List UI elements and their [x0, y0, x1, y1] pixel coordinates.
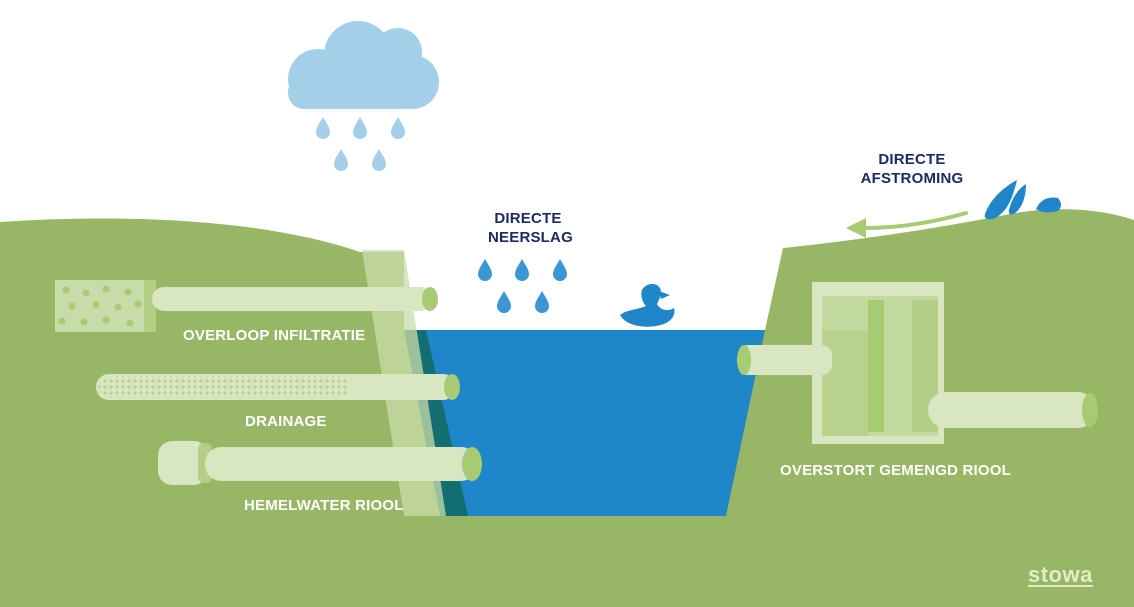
overflow-outlet-pipe-end — [1082, 393, 1098, 427]
raindrop-icon — [497, 291, 511, 313]
label-directe-afstroming-line2: AFSTROMING — [860, 170, 964, 187]
overflow-inlet-pipe-end — [737, 345, 751, 375]
label-directe-neerslag: DIRECTE NEERSLAG — [488, 209, 573, 247]
overflow-inlet-pipe — [738, 345, 832, 375]
label-directe-neerslag-line1: DIRECTE — [494, 210, 562, 227]
raindrop-icon — [535, 291, 549, 313]
label-directe-neerslag-line2: NEERSLAG — [488, 229, 573, 246]
raindrop-icon — [334, 149, 348, 171]
raindrop-icon — [515, 259, 529, 281]
label-overloop-infiltratie: OVERLOOP INFILTRATIE — [183, 327, 366, 344]
infiltration-pipe-end — [422, 287, 438, 311]
label-drainage: DRAINAGE — [245, 413, 327, 430]
direct-precipitation-drops — [478, 259, 567, 313]
raindrop-icon — [553, 259, 567, 281]
stormwater-pipe-socket — [158, 441, 208, 485]
infiltration-crate — [55, 280, 156, 332]
overflow-outlet-pipe — [928, 392, 1096, 428]
drainage-pipe-end — [444, 374, 460, 400]
label-hemelwater-riool: HEMELWATER RIOOL — [244, 497, 404, 514]
brand-logo-stowa: stowa — [1028, 562, 1093, 587]
raindrop-icon — [372, 149, 386, 171]
overflow-structure — [812, 282, 944, 444]
infiltration-pipe — [152, 287, 432, 311]
duck-icon — [620, 284, 675, 327]
stormwater-pipe-end — [462, 447, 482, 481]
pond-water — [404, 330, 765, 516]
water-splash-icon — [984, 180, 1061, 220]
label-directe-afstroming-line1: DIRECTE — [878, 151, 946, 168]
runoff-arrow-line — [862, 211, 968, 230]
label-directe-afstroming: DIRECTE AFSTROMING — [857, 150, 967, 188]
drainage-perforation — [98, 376, 348, 398]
raindrop-icon — [353, 117, 367, 139]
raindrop-icon — [316, 117, 330, 139]
rain-cloud-icon — [288, 21, 439, 109]
label-overstort-gemengd-riool: OVERSTORT GEMENGD RIOOL — [780, 462, 1012, 479]
arrow-left-icon — [846, 218, 866, 238]
stormwater-pipe — [205, 447, 477, 481]
raindrop-icon — [478, 259, 492, 281]
raindrop-icon — [391, 117, 405, 139]
cloud-rain-drops — [316, 117, 405, 171]
